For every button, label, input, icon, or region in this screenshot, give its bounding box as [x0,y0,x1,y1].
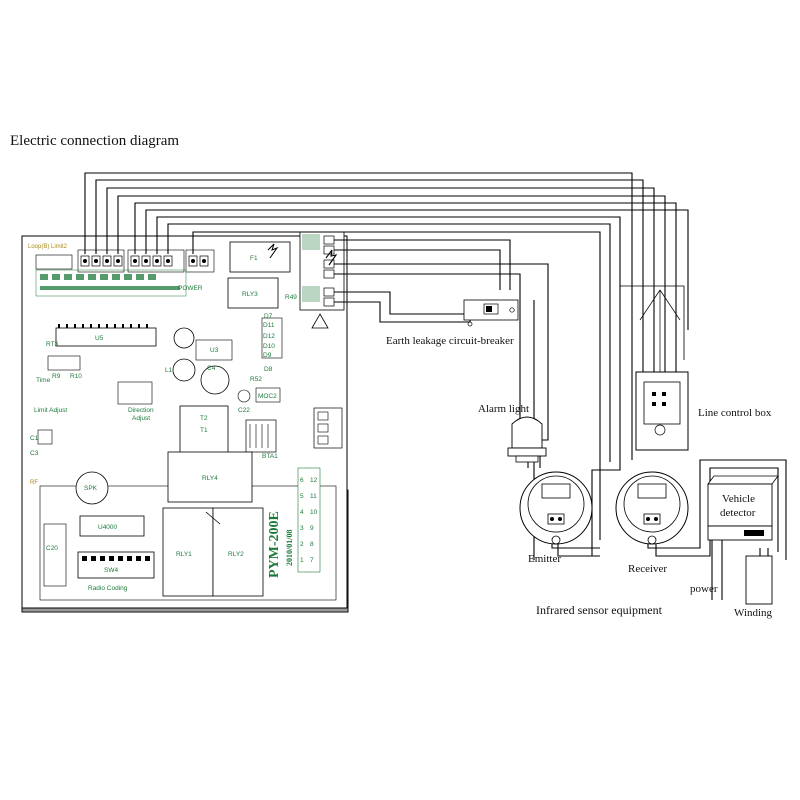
svg-text:D12: D12 [263,333,275,340]
winding-coil [745,555,773,605]
svg-text:D8: D8 [264,366,273,373]
svg-text:SW4: SW4 [104,567,118,574]
receiver-label: Receiver [628,563,667,575]
diode-stack: D11 D12 D10 D9 D7 D8 R52 [250,313,283,383]
svg-text:Time: Time [36,377,51,384]
transformer: T2 T1 [179,405,277,455]
power-label: POWER [178,285,203,292]
alarm-light: Alarm light [478,403,547,463]
svg-text:RLY3: RLY3 [242,291,258,298]
svg-text:Limit Adjust: Limit Adjust [34,407,67,414]
svg-text:12: 12 [310,477,318,484]
chip-u5: U5 [55,324,157,347]
relay-rly2 [212,507,264,597]
svg-text:BTA1: BTA1 [262,453,278,460]
vehicle-detector-label-1: Vehicle [722,493,755,505]
pin-grid: 6 5 4 3 2 1 12 11 10 9 8 7 [297,467,321,573]
svg-text:C20: C20 [46,545,58,552]
capacitor-icon [172,358,196,382]
svg-text:11: 11 [310,493,317,500]
top-left-label: Loop(B) Limit2 [28,244,68,250]
svg-text:4: 4 [300,509,304,516]
component-strip: POWER [35,269,203,297]
earth-leakage-label: Earth leakage circuit-breaker [386,335,514,347]
svg-text:10: 10 [310,509,318,516]
svg-text:RT3: RT3 [46,341,59,348]
svg-text:R52: R52 [250,376,262,383]
svg-text:1: 1 [300,557,304,564]
svg-text:5: 5 [300,493,304,500]
svg-text:Direction: Direction [128,407,154,414]
svg-text:D9: D9 [263,352,272,359]
infrared-receiver: Receiver [615,471,689,575]
emitter-label: Emitter [528,553,561,565]
capacitor-c4 [200,365,230,395]
power-terminals: R49 [285,231,345,311]
svg-text:T2: T2 [200,415,208,422]
alarm-light-label: Alarm light [478,403,529,415]
svg-text:R10: R10 [70,373,82,380]
svg-text:Adjust: Adjust [132,415,150,422]
svg-text:C4: C4 [207,365,216,372]
infrared-emitter: Emitter [519,471,593,565]
svg-text:L1: L1 [165,367,173,374]
vehicle-detector-label-2: detector [720,507,756,519]
svg-text:C1: C1 [30,435,39,442]
svg-text:8: 8 [310,541,314,548]
winding-label: Winding [734,607,773,619]
svg-text:R49: R49 [285,294,297,301]
svg-text:C3: C3 [30,450,39,457]
svg-text:6: 6 [300,477,304,484]
svg-text:F1: F1 [250,255,258,262]
board-model: PYM-200E [267,511,282,578]
vehicle-detector: Vehicle detector [707,475,779,541]
control-board: Loop(B) Limit2 POWER U5 [21,231,349,613]
diagram-title: Electric connection diagram [10,133,179,149]
board-date: 2010/01/08 [285,530,294,566]
svg-text:U5: U5 [95,335,104,342]
line-control-box-label: Line control box [698,407,772,419]
svg-text:U3: U3 [210,347,219,354]
relay-rly4 [167,451,253,503]
svg-text:D10: D10 [263,343,275,350]
svg-text:D11: D11 [263,322,275,329]
svg-text:3: 3 [300,525,304,532]
svg-text:RF: RF [30,480,38,486]
svg-text:D7: D7 [264,313,273,320]
line-control-box: Line control box [620,285,772,451]
svg-text:C22: C22 [238,407,250,414]
warning-icon [311,313,329,329]
speaker-spk [75,471,109,505]
svg-text:2: 2 [300,541,304,548]
svg-text:RLY4: RLY4 [202,475,218,482]
chip-u4000 [79,515,145,537]
earth-leakage-breaker: Earth leakage circuit-breaker [386,299,519,347]
switch-sw4 [77,551,155,579]
power-label: power [690,583,718,595]
svg-text:R9: R9 [52,373,61,380]
radio-coding-label: Radio Coding [88,585,128,592]
svg-text:7: 7 [310,557,314,564]
svg-text:9: 9 [310,525,314,532]
top-terminal-block: Loop(B) Limit2 [28,244,215,273]
fuse-f1: F1 [229,241,291,273]
svg-text:T1: T1 [200,427,208,434]
relay-rly3 [227,277,279,309]
relay-rly1 [162,507,214,597]
svg-text:RLY2: RLY2 [228,551,244,558]
capacitor-icon [173,327,195,349]
svg-text:MOC2: MOC2 [258,393,277,400]
infrared-sensor-label: Infrared sensor equipment [536,603,663,617]
svg-text:RLY1: RLY1 [176,551,192,558]
svg-text:U4000: U4000 [98,524,118,531]
svg-text:SPK: SPK [84,485,98,492]
